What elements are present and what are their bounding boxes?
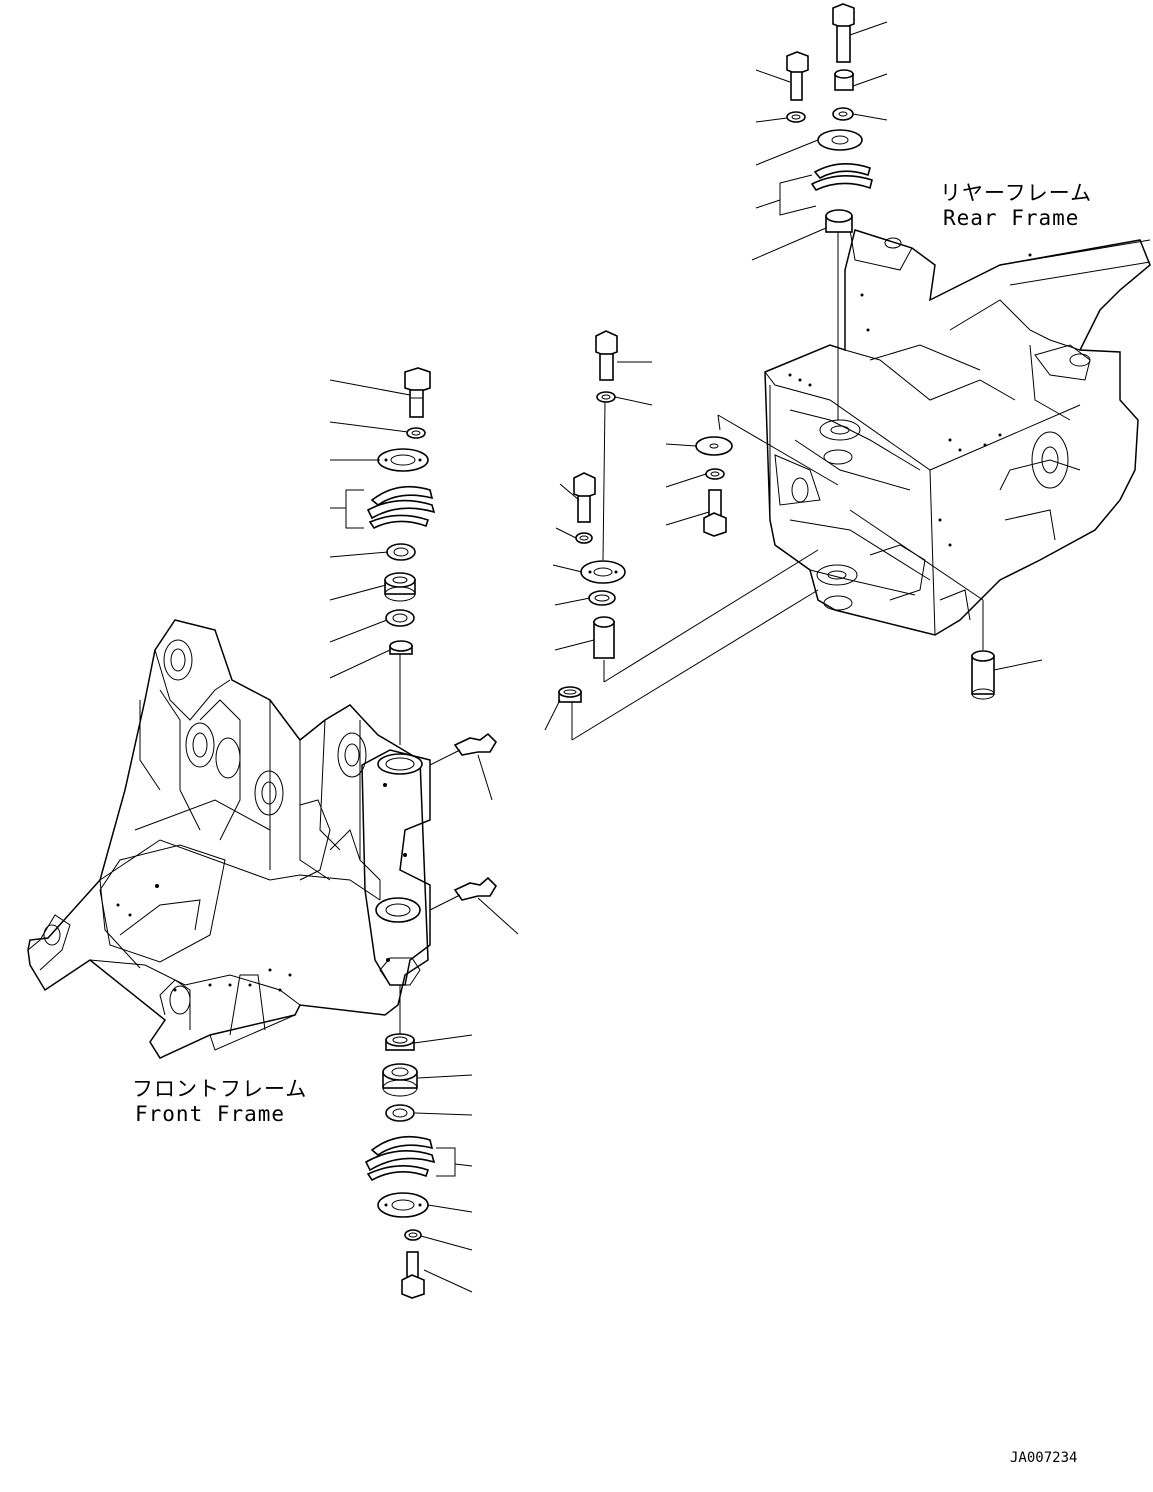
front-upper-bearing — [384, 572, 416, 602]
rear-upper-washer — [832, 107, 854, 121]
mid-pin — [593, 616, 615, 659]
front-frame-pin-boss — [361, 749, 431, 986]
rear-side-washer — [786, 111, 806, 123]
front-lower-retainer-plate — [377, 1192, 429, 1218]
rear-side-cluster — [695, 414, 995, 700]
rear-large-washer — [695, 436, 733, 456]
front-frame — [27, 619, 429, 1059]
front-frame-label-jp: フロントフレーム — [132, 1077, 307, 1101]
front-lower-bearing — [382, 1063, 418, 1097]
mid-washer-b — [575, 532, 593, 544]
rear-short-bolt — [703, 489, 727, 537]
rear-top-bolt — [832, 3, 855, 63]
front-lower-seal — [385, 1104, 415, 1122]
front-upper-bolt — [404, 367, 431, 418]
rear-mid-pin-stack — [558, 330, 819, 741]
mid-bolt-b — [573, 472, 596, 523]
rear-upper-bushing — [825, 209, 853, 233]
rear-lower-pin — [971, 650, 995, 700]
front-lower-pin-stack — [364, 985, 436, 1299]
front-lower-bolt — [401, 1251, 425, 1299]
rear-upper-pin-stack — [786, 3, 873, 420]
rear-frame-label-jp: リヤーフレーム — [940, 181, 1092, 205]
rear-spacer — [834, 69, 854, 91]
mid-upper-bolt — [595, 330, 618, 381]
mid-plate — [580, 560, 626, 584]
mid-washer-a — [596, 391, 616, 403]
front-lower-bushing — [385, 1033, 415, 1051]
rear-frame — [764, 229, 1151, 636]
grease-fitting-lower — [429, 876, 498, 911]
front-upper-seal — [386, 543, 416, 561]
mid-bushing — [558, 686, 582, 703]
rear-upper-plate — [817, 129, 863, 151]
leader-lines — [329, 21, 1043, 1293]
drawing-id: JA007234 — [1010, 1450, 1077, 1466]
front-upper-bearing-race — [385, 609, 415, 627]
front-upper-shim-set — [366, 485, 436, 530]
rear-frame-label-en: Rear Frame — [943, 206, 1079, 230]
front-upper-washer — [406, 427, 426, 439]
front-upper-pin-stack — [366, 367, 436, 745]
front-upper-retainer-plate — [377, 448, 429, 472]
rear-small-washer — [705, 468, 725, 480]
front-upper-bushing — [389, 640, 413, 655]
rear-side-bolt — [786, 51, 809, 101]
mid-seal — [588, 590, 616, 606]
front-lower-shim-set — [364, 1135, 436, 1182]
grease-fitting-upper — [429, 732, 498, 766]
front-frame-label-en: Front Frame — [135, 1102, 285, 1126]
front-lower-washer — [404, 1229, 422, 1241]
rear-upper-shim-set — [810, 163, 873, 192]
